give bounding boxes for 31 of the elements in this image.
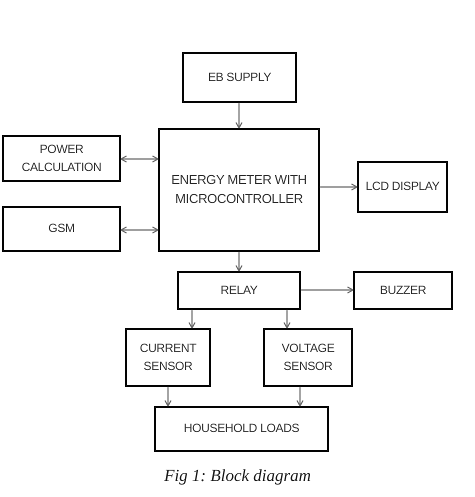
process-block <box>158 128 320 252</box>
block-label: VOLTAGE SENSOR <box>280 340 336 374</box>
arrow <box>296 387 304 407</box>
arrow <box>164 387 172 407</box>
arrow <box>188 310 196 329</box>
arrow <box>235 103 243 129</box>
arrow <box>301 286 354 294</box>
figure-caption: Fig 1: Block diagram <box>164 466 311 485</box>
process-block <box>2 206 121 252</box>
arrow <box>235 252 243 272</box>
block-label: LCD DISPLAY <box>366 178 440 196</box>
process-block <box>154 406 329 452</box>
process-block <box>2 135 121 182</box>
block-label: HOUSEHOLD LOADS <box>184 420 300 438</box>
double-arrow <box>120 226 159 234</box>
process-block <box>182 52 297 103</box>
block-label: CURRENT SENSOR <box>138 340 198 374</box>
double-arrow <box>120 155 159 163</box>
process-block <box>353 271 453 310</box>
block-label: RELAY <box>220 282 258 299</box>
block-label: GSM <box>48 220 75 238</box>
process-block <box>357 161 448 213</box>
arrow <box>283 310 291 329</box>
block-label: POWER CALCULATION <box>20 141 102 176</box>
process-block <box>177 271 301 310</box>
process-block <box>125 328 211 387</box>
arrow <box>320 183 358 191</box>
block-label: BUZZER <box>380 282 426 299</box>
block-label: EB SUPPLY <box>208 68 272 86</box>
process-block <box>263 328 353 387</box>
block-label: ENERGY METER WITH MICROCONTROLLER <box>170 171 308 208</box>
